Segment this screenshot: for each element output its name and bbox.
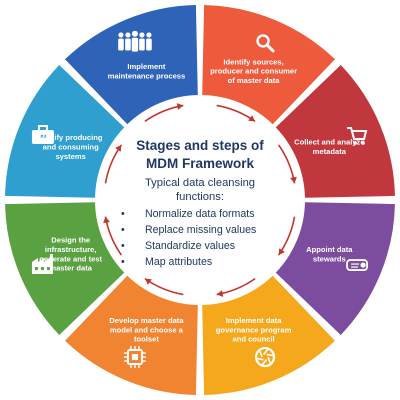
stage-label-line: Implement data: [226, 316, 282, 325]
stage-label-line: Implement: [127, 62, 165, 71]
stage-segment: [65, 275, 198, 395]
stage-segment: [5, 65, 125, 198]
flow-arrow: [277, 216, 296, 256]
stage-label-line: model and choose a: [110, 325, 184, 334]
stage-label-line: Appoint data: [306, 245, 353, 254]
stage-label-line: governance program: [216, 325, 292, 334]
stage-label-line: toolset: [134, 335, 159, 344]
certificate-icon: [346, 259, 368, 271]
stage-label-line: of master data: [228, 76, 281, 85]
stage-segment: [5, 202, 125, 335]
stage-label-line: Identify sources,: [223, 57, 283, 66]
stage-segment: [202, 275, 335, 395]
stage-identify-sources: Identify sources,producer and consumerof…: [202, 5, 335, 125]
aperture-icon: [254, 346, 276, 368]
center-panel: Stages and steps of MDM Framework Typica…: [121, 138, 264, 268]
cart-icon: [347, 126, 368, 145]
stage-label-line: Collect and analyze: [294, 138, 364, 147]
stage-segment: [65, 5, 198, 125]
factory-icon: [31, 254, 53, 275]
function-bullet: •: [121, 240, 125, 252]
stage-label-line: metadata: [313, 147, 347, 156]
stage-label-line: infrastructure,: [45, 245, 96, 254]
function-bullet: •: [121, 256, 125, 268]
stage-label-line: Modify producing: [39, 133, 103, 142]
magnifier-icon: [256, 34, 275, 53]
function-bullet: •: [121, 224, 125, 236]
stage-label-line: maintenance process: [108, 71, 186, 80]
center-title-line-2: MDM Framework: [146, 156, 255, 171]
function-item: Map attributes: [145, 256, 212, 268]
stage-segment: [275, 65, 395, 198]
center-subtitle-line-2: functions:: [176, 191, 224, 203]
stage-label-line: stewards: [313, 254, 346, 263]
function-bullet: •: [121, 208, 125, 220]
stage-label-line: Develop master data: [109, 316, 184, 325]
function-item: Normalize data formats: [145, 208, 255, 220]
center-subtitle-line-1: Typical data cleansing: [145, 177, 255, 189]
stage-label-line: and consuming: [43, 142, 99, 151]
stage-label-line: systems: [55, 152, 85, 161]
function-item: Replace missing values: [145, 224, 256, 236]
flow-arrow: [216, 104, 256, 123]
flow-arrow: [103, 216, 123, 256]
flow-arrow: [144, 103, 184, 123]
chip-icon: [123, 346, 146, 369]
stage-label-line: Design the: [51, 235, 90, 244]
stage-segment: [275, 202, 395, 335]
stage-label-line: generate and test: [39, 254, 102, 263]
function-item: Standardize values: [145, 240, 235, 252]
stage-label-line: master data: [49, 264, 92, 273]
stage-segment: [202, 5, 335, 125]
flow-arrow: [216, 277, 256, 297]
flow-arrow: [104, 144, 123, 184]
toolbox-icon: [31, 124, 54, 144]
stage-label-line: producer and consumer: [210, 67, 297, 76]
stage-label-line: and council: [232, 335, 274, 344]
flow-arrow: [144, 277, 184, 296]
center-title-line-1: Stages and steps of: [136, 138, 264, 153]
flow-arrow: [277, 144, 297, 184]
people-icon: [118, 30, 152, 52]
